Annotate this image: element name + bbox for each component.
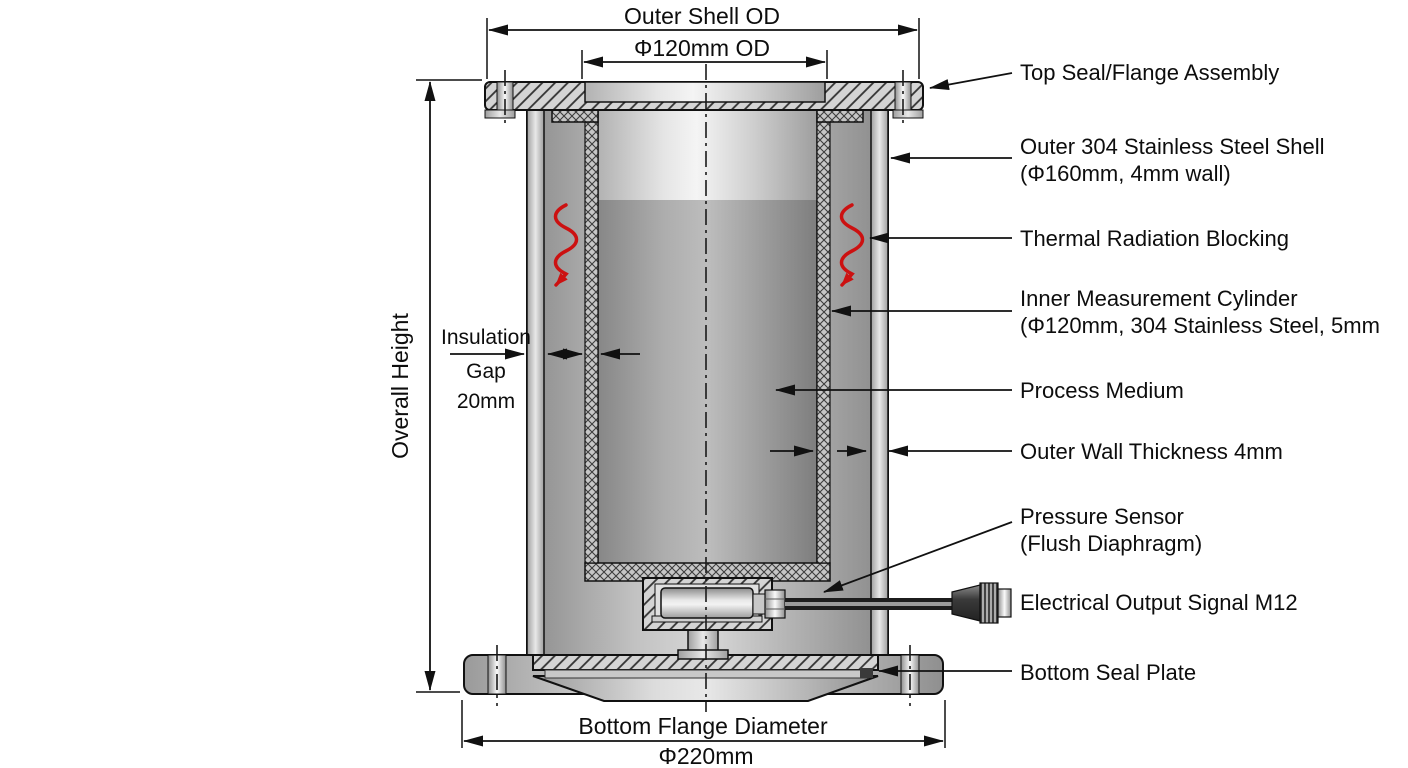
dimension-overall-height: Overall Height: [387, 79, 482, 693]
insulation-gap-label-line2: Gap: [466, 360, 506, 383]
callout-bottom-seal-plate: Bottom Seal Plate: [878, 660, 1196, 685]
outer-shell-od-label: Outer Shell OD: [624, 3, 780, 29]
m12-connector-tip: [997, 588, 1012, 618]
headspace-region: [598, 102, 817, 200]
thermal-radiation-squiggle-left: [553, 203, 579, 287]
insulation-gap-label-line1: Insulation: [441, 326, 531, 349]
callout-process-medium: Process Medium: [775, 378, 1184, 403]
signal-cable-highlight: [785, 602, 952, 606]
m12-knurled-ring: [979, 582, 999, 624]
callout-m12-signal: Electrical Output Signal M12: [1020, 590, 1298, 615]
overall-height-label: Overall Height: [387, 313, 413, 459]
inner-cylinder-label-line2: (Φ120mm, 304 Stainless Steel, 5mm: [1020, 313, 1380, 338]
dimension-bottom-flange: Bottom Flange Diameter Φ220mm: [461, 700, 946, 768]
inner-cylinder-wall-right: [816, 121, 831, 564]
top-seal-label: Top Seal/Flange Assembly: [1020, 60, 1279, 85]
thermal-radiation-label: Thermal Radiation Blocking: [1020, 226, 1289, 251]
dimension-outer-shell-od: Outer Shell OD: [486, 3, 920, 79]
vessel-assembly: [463, 64, 1012, 712]
outer-shell-wall-left: [526, 109, 545, 656]
cable-gland-nut: [764, 589, 786, 619]
sensor-stem: [752, 593, 766, 615]
bottom-seal-plate-label: Bottom Seal Plate: [1020, 660, 1196, 685]
top-flange-lip-right: [892, 109, 924, 119]
thermal-radiation-squiggle-right: [839, 203, 865, 287]
callout-pressure-sensor: Pressure Sensor (Flush Diaphragm): [823, 504, 1202, 593]
inner-od-label: Φ120mm OD: [634, 35, 770, 61]
pressure-sensor-label-line1: Pressure Sensor: [1020, 504, 1184, 529]
callout-outer-shell: Outer 304 Stainless Steel Shell (Φ160mm,…: [890, 134, 1325, 186]
top-lid: [584, 81, 826, 103]
sensor-pedestal-stem: [687, 627, 719, 653]
callout-inner-cylinder: Inner Measurement Cylinder (Φ120mm, 304 …: [831, 286, 1380, 338]
m12-signal-label: Electrical Output Signal M12: [1020, 590, 1298, 615]
dimension-inner-od: Φ120mm OD: [581, 35, 828, 79]
bottom-flange-diameter-value: Φ220mm: [658, 743, 753, 768]
callout-thermal-radiation: Thermal Radiation Blocking: [869, 226, 1289, 251]
process-medium-label: Process Medium: [1020, 378, 1184, 403]
callout-top-seal: Top Seal/Flange Assembly: [929, 60, 1279, 90]
outer-shell-label-line1: Outer 304 Stainless Steel Shell: [1020, 134, 1325, 159]
callout-outer-wall-thickness: Outer Wall Thickness 4mm: [770, 439, 1283, 464]
outer-shell-label-line2: (Φ160mm, 4mm wall): [1020, 161, 1231, 186]
process-medium-region: [598, 200, 817, 568]
m12-connector-body: [951, 584, 981, 622]
dimension-insulation-gap: Insulation Gap 20mm: [441, 326, 640, 413]
sensor-pedestal-base: [677, 649, 729, 660]
top-flange-lip-left: [484, 109, 516, 119]
inner-cylinder-wall-left: [584, 121, 599, 564]
outer-wall-thickness-label: Outer Wall Thickness 4mm: [1020, 439, 1283, 464]
bottom-seal-notch: [860, 668, 873, 678]
pressure-sensor-label-line2: (Flush Diaphragm): [1020, 531, 1202, 556]
pressure-sensor-body: [660, 587, 754, 619]
bottom-flange-diameter-label: Bottom Flange Diameter: [578, 713, 828, 739]
insulation-gap-label-line3: 20mm: [457, 390, 515, 413]
inner-cylinder-label-line1: Inner Measurement Cylinder: [1020, 286, 1298, 311]
